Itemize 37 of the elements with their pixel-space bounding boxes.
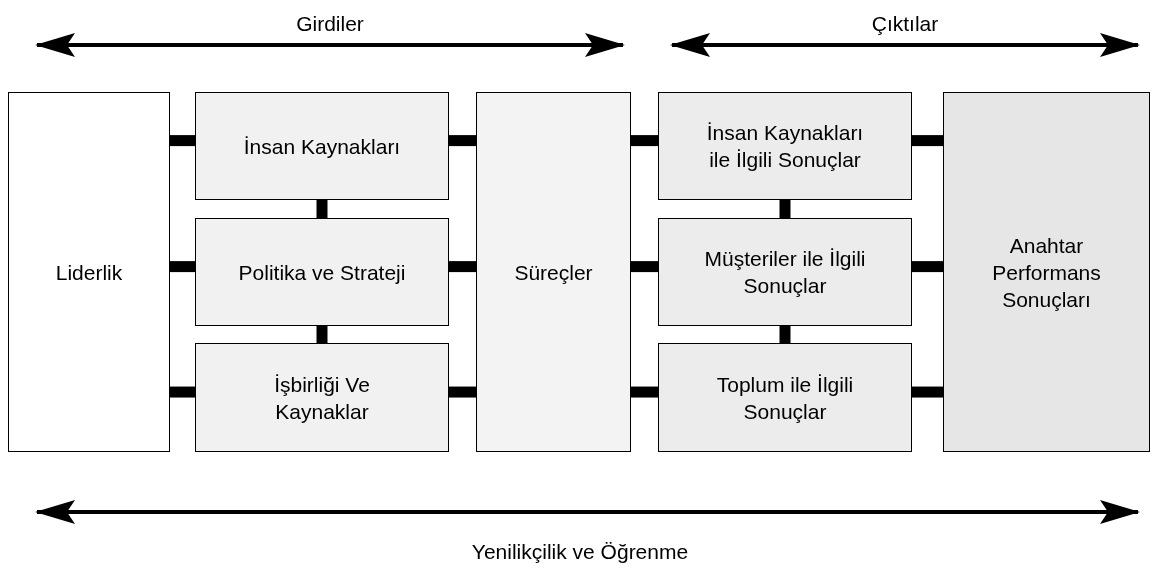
category-box (658, 343, 912, 452)
category-box (943, 92, 1150, 452)
connector (912, 386, 943, 398)
connector (779, 200, 791, 218)
connector (631, 386, 658, 398)
box-label: İnsan Kaynakları (243, 133, 401, 160)
connector (449, 261, 476, 273)
connector (779, 326, 791, 343)
connector (170, 386, 195, 398)
box-label: Müşteriler ile İlgili Sonuçlar (703, 246, 867, 299)
category-box (658, 218, 912, 326)
box-label: Liderlik (55, 259, 123, 286)
connector (912, 261, 943, 273)
category-box (658, 92, 912, 200)
box-label: İşbirliği Ve Kaynaklar (273, 371, 371, 425)
category-box (8, 92, 170, 452)
box-label: Süreçler (514, 259, 593, 286)
connector (449, 135, 476, 147)
connector (912, 135, 943, 147)
connector (631, 261, 658, 273)
connector (170, 135, 195, 147)
connector (170, 261, 195, 273)
category-box (476, 92, 631, 452)
section-label: Girdiler (296, 11, 364, 37)
box-label: Politika ve Strateji (238, 259, 406, 286)
category-box (195, 218, 449, 326)
connector (316, 326, 328, 343)
connector (449, 386, 476, 398)
connector (631, 135, 658, 147)
section-label: Çıktılar (871, 11, 939, 37)
category-box (195, 92, 449, 200)
box-label: Toplum ile İlgili Sonuçlar (715, 371, 855, 425)
category-box (195, 343, 449, 452)
box-label: Anahtar Performans Sonuçları (991, 232, 1102, 313)
box-label: İnsan Kaynakları ile İlgili Sonuçlar (705, 120, 865, 173)
connector (316, 200, 328, 218)
section-label: Yenilikçilik ve Öğrenme (471, 539, 689, 565)
